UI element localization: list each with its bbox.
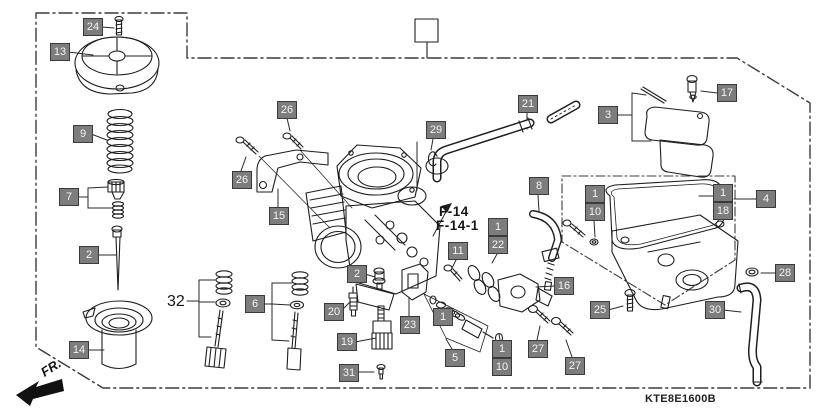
screw-26-top <box>282 132 304 150</box>
part-callout-23[interactable]: 23 <box>400 316 420 334</box>
float-3 <box>640 86 714 178</box>
diagram-border <box>35 12 811 389</box>
document-code: KTE8E1600B <box>645 393 716 405</box>
part-callout-21[interactable]: 21 <box>518 95 538 113</box>
part-callout-9[interactable]: 9 <box>73 125 93 143</box>
part-callout-4[interactable]: 4 <box>756 190 776 208</box>
part-callout-11[interactable]: 11 <box>448 242 468 260</box>
group-32-label: 32 <box>167 293 185 310</box>
float-valve-17 <box>686 74 698 103</box>
part-callout-1[interactable]: 1 <box>713 184 733 202</box>
cable-bracket-15 <box>256 149 329 193</box>
front-direction-arrow <box>16 379 64 406</box>
part-callout-29[interactable]: 29 <box>426 121 446 139</box>
vacuum-chamber-cover-13 <box>74 36 160 95</box>
jet-20 <box>348 286 358 317</box>
gaskets-22 <box>467 265 501 302</box>
part-callout-10[interactable]: 10 <box>585 203 605 221</box>
part-callout-14[interactable]: 14 <box>69 341 89 359</box>
part-callout-3[interactable]: 3 <box>598 106 618 124</box>
screw-26-left <box>235 136 259 155</box>
reference-square <box>414 18 439 59</box>
needle-holder-7 <box>107 178 125 219</box>
jet-needle-2 <box>111 225 123 291</box>
screw-washer-1-10 <box>562 219 599 246</box>
screw-11 <box>443 264 463 282</box>
part-callout-1[interactable]: 1 <box>488 218 508 236</box>
part-callout-18[interactable]: 18 <box>713 202 733 220</box>
screw-24 <box>114 15 124 36</box>
part-callout-19[interactable]: 19 <box>337 333 357 351</box>
part-callout-7[interactable]: 7 <box>59 188 79 206</box>
screw-set-32 <box>204 270 233 369</box>
drain-tube-30 <box>736 282 763 387</box>
part-callout-30[interactable]: 30 <box>705 301 725 319</box>
throttle-piece-23 <box>401 263 429 301</box>
screw-27-left <box>527 304 551 324</box>
part-callout-20[interactable]: 20 <box>324 303 344 321</box>
part-callout-16[interactable]: 16 <box>554 277 574 295</box>
part-callout-13[interactable]: 13 <box>50 43 70 61</box>
part-callout-1[interactable]: 1 <box>433 308 453 326</box>
part-callout-22[interactable]: 22 <box>488 236 508 254</box>
part-callout-26[interactable]: 26 <box>277 101 297 119</box>
carburetor-body <box>305 144 441 311</box>
part-callout-24[interactable]: 24 <box>83 18 103 36</box>
part-callout-31[interactable]: 31 <box>339 364 359 382</box>
screw-set-6 <box>286 271 309 371</box>
part-callout-1[interactable]: 1 <box>492 340 512 358</box>
screw-31 <box>376 363 386 380</box>
part-callout-28[interactable]: 28 <box>775 264 795 282</box>
part-callout-25[interactable]: 25 <box>590 301 610 319</box>
part-callout-2[interactable]: 2 <box>347 265 367 283</box>
fuel-joint-8 <box>529 210 562 291</box>
clip-29 <box>427 151 438 167</box>
valve-2-center <box>372 267 386 290</box>
section-ref-f14-1: F-14-1 <box>436 218 479 233</box>
screw-25 <box>624 288 636 312</box>
part-callout-8[interactable]: 8 <box>529 177 549 195</box>
part-callout-27[interactable]: 27 <box>528 340 548 358</box>
float-chamber-4 <box>611 214 739 311</box>
part-callout-10[interactable]: 10 <box>492 358 512 376</box>
part-callout-27[interactable]: 27 <box>565 357 585 375</box>
fuel-tube-21 <box>425 100 581 183</box>
part-callout-26[interactable]: 26 <box>232 171 252 189</box>
diaphragm-piston-14 <box>82 300 153 370</box>
part-callout-2[interactable]: 2 <box>79 246 99 264</box>
part-callout-1[interactable]: 1 <box>585 185 605 203</box>
air-cut-valve-16 <box>497 273 553 313</box>
jet-19 <box>371 305 393 350</box>
o-ring-28 <box>745 267 759 277</box>
part-callout-6[interactable]: 6 <box>245 295 265 313</box>
spring-9 <box>106 108 134 174</box>
section-ref-f14: F-14 <box>439 204 469 219</box>
leader-lines <box>67 26 776 373</box>
part-callout-15[interactable]: 15 <box>269 207 289 225</box>
screw-27-right <box>550 316 574 336</box>
part-callout-5[interactable]: 5 <box>445 349 465 367</box>
part-callout-17[interactable]: 17 <box>717 84 737 102</box>
